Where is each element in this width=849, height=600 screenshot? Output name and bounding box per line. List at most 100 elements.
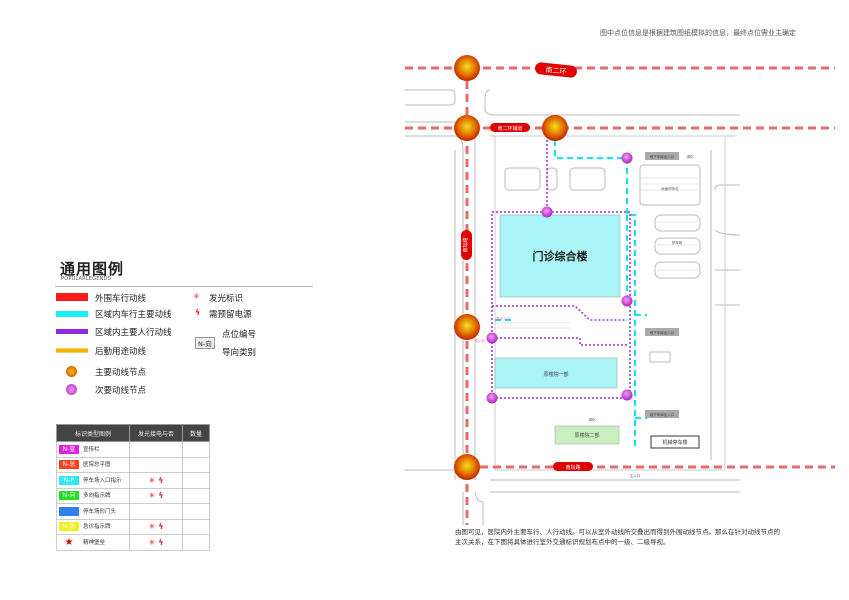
sign-type-label: 多向指示牌 <box>83 493 111 500</box>
building-label: 机械停车楼 <box>662 439 687 446</box>
sign-type-label: 急诊指示牌 <box>83 524 111 531</box>
map-small-label: 主入口 <box>630 473 641 478</box>
legend-node-label: 次要动线节点 <box>95 386 147 396</box>
legend-symbol-label: 发光标识 <box>209 294 244 304</box>
power-cell <box>129 441 183 458</box>
outpatient-building <box>499 214 621 298</box>
glow-icon: ✳ <box>193 292 200 301</box>
power-cell: ✳ϟ <box>129 487 183 504</box>
bolt-icon: ϟ <box>195 308 201 317</box>
sign-chip: N-急 <box>59 522 79 532</box>
sign-chip <box>59 506 79 516</box>
sign-type-cell: ★精神堡垒 <box>56 534 130 551</box>
legend-line-label: 区域内车行主要动线 <box>95 310 172 320</box>
legend-line-label: 区域内主要人行动线 <box>95 328 172 338</box>
building-label: 原楼院二部 <box>574 432 599 439</box>
code-sample-badge: N-向 <box>195 337 215 349</box>
mechanical-parking-building <box>650 435 700 449</box>
table-header: 发光接电与否 <box>129 424 183 442</box>
table-row: 停车场形门头 <box>56 503 210 520</box>
minor-node <box>621 152 633 164</box>
table-row: N-总医院总平图 <box>56 456 210 473</box>
quantity-cell <box>182 518 210 535</box>
sign-type-cell: N-P 停车场入口指示 <box>56 472 130 489</box>
legend-line-swatch-logistics <box>56 348 88 353</box>
minor-node-icon <box>66 384 77 395</box>
major-node <box>454 55 480 81</box>
map-small-label: 停车场 <box>672 240 683 245</box>
minor-nodes <box>486 152 633 404</box>
legend-title: 通用图例 <box>60 260 125 278</box>
sign-chip: N-宣 <box>59 444 79 454</box>
map-small-label: 绿化 <box>687 154 695 159</box>
power-cell <box>129 456 183 473</box>
table-row: N-P 停车场入口指示 ✳ϟ <box>56 472 210 489</box>
sign-chip: ★ <box>64 536 74 548</box>
legend-node-label: 主要动线节点 <box>95 368 147 378</box>
building-label: 门诊综合楼 <box>533 249 588 263</box>
caption-text: 由图可见，医院内外主要车行、人行动线。可以从室外动线所交叠出而得到外围动线节点。… <box>455 528 780 546</box>
minor-node <box>541 206 553 218</box>
road-labels: 南二环 南二环辅道 南坛路 南坛路 <box>461 62 593 471</box>
road-label: 南二环 <box>545 65 567 76</box>
legend-line-swatch-pedestrian <box>56 329 88 334</box>
road-label: 南坛路 <box>462 237 469 252</box>
sign-type-label: 停车场入口指示 <box>83 477 122 484</box>
road-label: 南坛路 <box>565 464 580 471</box>
sign-type-cell: N-向多向指示牌 <box>56 487 130 504</box>
quantity-cell <box>182 441 210 458</box>
table-header: 数量 <box>182 424 210 442</box>
bolt-icon: ϟ <box>158 475 164 485</box>
map-small-label: 次入口 <box>475 338 486 343</box>
sign-type-cell: N-总医院总平图 <box>56 456 130 473</box>
glow-icon: ✳ <box>148 491 156 501</box>
bolt-icon: ϟ <box>158 491 164 501</box>
legend-line-swatch-outer-road <box>56 293 88 301</box>
legend-line-label: 后勤用途动线 <box>95 347 147 357</box>
map-small-label: 地面停车位 <box>661 186 679 191</box>
bolt-icon: ϟ <box>158 537 164 547</box>
map-small-label: 急诊入口 <box>496 316 510 321</box>
garage-entrance-3 <box>645 410 679 418</box>
minor-node <box>486 332 498 344</box>
code-label: 点位编号 <box>222 330 257 340</box>
major-node <box>454 115 480 141</box>
sign-type-label: 宣传栏 <box>83 446 100 453</box>
legend-divider <box>55 286 313 287</box>
quantity-cell <box>182 472 210 489</box>
sign-type-cell: N-急急诊指示牌 <box>56 518 130 535</box>
road-label: 南二环辅道 <box>497 125 522 132</box>
block-outline <box>405 89 456 106</box>
major-node <box>542 115 568 141</box>
sign-chip: N-P <box>59 475 79 485</box>
minor-node <box>621 295 633 307</box>
major-node-icon <box>66 366 77 377</box>
quantity-cell <box>182 534 210 551</box>
power-cell: ✳ϟ <box>129 518 183 535</box>
glow-icon: ✳ <box>148 537 156 547</box>
table-row: N-向多向指示牌✳ϟ <box>56 487 210 504</box>
sign-chip: N-向 <box>59 491 79 501</box>
table-header: 标识类型图例 <box>56 424 130 442</box>
sign-chip: N-总 <box>59 460 79 470</box>
table-row: N-急急诊指示牌✳ϟ <box>56 518 210 535</box>
legend-line-swatch-vehicle <box>56 311 88 317</box>
major-node <box>454 454 480 480</box>
glow-icon: ✳ <box>148 475 156 485</box>
map-small-label: 地下车库出入口 <box>650 330 675 335</box>
garage-entrance-1 <box>645 152 679 160</box>
quantity-cell <box>182 487 210 504</box>
quantity-cell <box>182 456 210 473</box>
power-cell: ✳ϟ <box>129 472 183 489</box>
major-node <box>454 314 480 340</box>
legend-subtitle: POPULARLEGENDS <box>61 276 111 282</box>
code-label: 导向类别 <box>222 348 257 358</box>
bolt-icon: ϟ <box>158 522 164 532</box>
building-label: 原楼院一部 <box>543 371 568 378</box>
table-row: N-宣宣传栏 <box>56 441 210 458</box>
garage-entrance-2 <box>645 328 679 336</box>
table-row: ★精神堡垒 ✳ϟ <box>56 534 210 551</box>
top-note: 图中点位信息是根据建筑图纸模拟的信息，最终点位需业主确定 <box>600 29 796 37</box>
minor-node <box>486 392 498 404</box>
